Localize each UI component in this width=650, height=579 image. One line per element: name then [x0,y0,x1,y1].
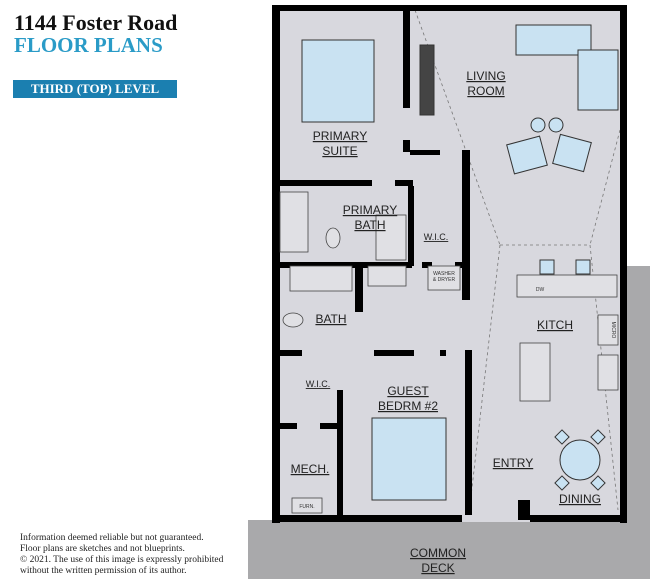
bar-stool [575,259,591,275]
property-title: 1144 Foster Road [14,10,178,35]
mech-label: MECH. [291,462,330,476]
washer-label: WASHER [433,271,455,277]
deck-label: COMMON [410,546,466,560]
washer-dryer [427,265,461,291]
entry-label: ENTRY [493,456,533,470]
armchair [552,133,592,173]
disclaimer-line: without the written permission of its au… [20,566,187,576]
floor-plans-heading: FLOOR PLANS [14,33,163,57]
primary-bath-label: BATH [354,218,385,232]
fireplace [419,44,435,116]
living-label: ROOM [467,84,504,98]
sofa-chaise [577,49,619,111]
level-banner: THIRD (TOP) LEVEL [13,80,177,98]
primary-bed [301,39,375,123]
disclaimer: Information deemed reliable but not guar… [20,533,223,577]
furn-label: FURN. [299,504,314,510]
washer-label: & DRYER [433,277,456,283]
kitchen-counter [516,274,618,298]
range [597,314,619,346]
walls [272,5,627,523]
ground-side [624,266,650,526]
guest-label: GUEST [387,384,429,398]
wic-label: W.I.C. [306,379,331,389]
primary-suite-label: SUITE [322,144,357,158]
fridge [597,354,619,391]
sink-vanity [367,265,407,287]
kitchen-island [519,342,551,402]
fixtures [279,191,619,514]
vanity [375,214,407,261]
dining-chair [590,429,606,445]
disclaimer-line: Information deemed reliable but not guar… [20,533,204,543]
shower [279,191,309,253]
furniture [301,24,619,501]
primary-suite-label: PRIMARY [313,129,367,143]
armchair [506,135,548,175]
toilet [325,227,341,249]
guest-bed [371,417,447,501]
ground-deck [248,520,650,579]
furnace [291,497,323,514]
dining-chair [590,475,606,491]
deck-label: DECK [421,561,454,575]
disclaimer-line: © 2021. The use of this image is express… [20,555,224,565]
room-labels: LIVING ROOM PRIMARY SUITE PRIMARY BATH W… [291,69,616,575]
dining-chair [554,429,570,445]
kitchen-label: KITCH [537,318,573,332]
toilet [282,312,304,328]
disclaimer-line: Floor plans are sketches and not bluepri… [20,544,185,554]
dw-label: DW [536,287,545,293]
guest-label: BEDRM #2 [378,399,438,413]
micro-label: MICRO [610,322,616,339]
bathtub [289,265,353,292]
primary-bath-label: PRIMARY [343,203,397,217]
bar-stool [539,259,555,275]
living-label: LIVING [466,69,505,83]
dining-table [559,439,601,481]
dining-chair [554,475,570,491]
wic-label: W.I.C. [424,232,449,242]
dining-label: DINING [559,492,601,506]
bath-label: BATH [315,312,346,326]
